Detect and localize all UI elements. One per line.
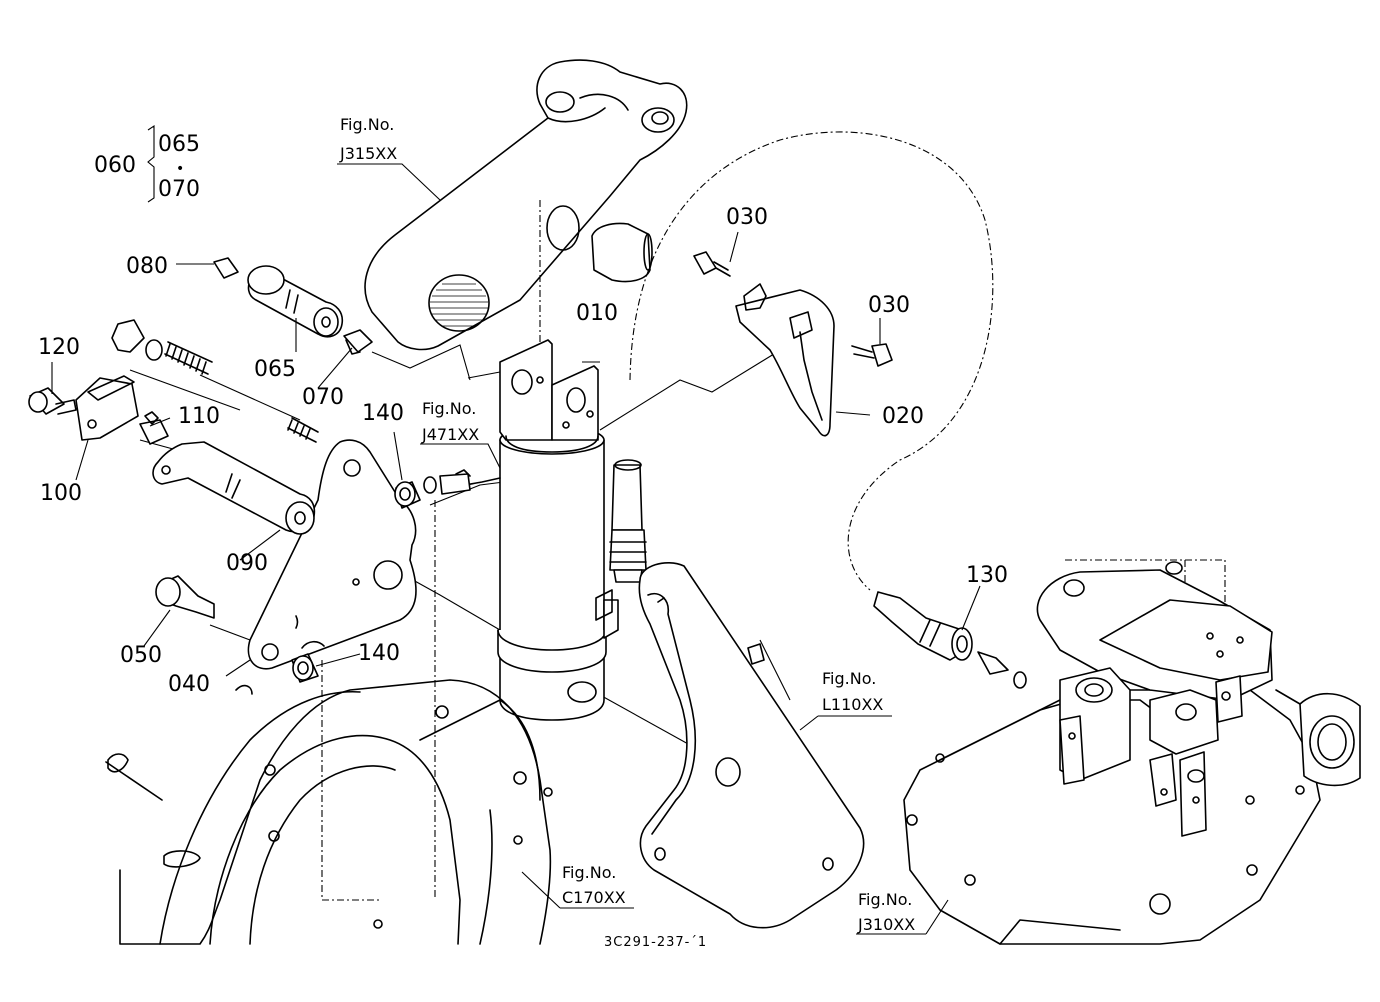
hydraulic-housing bbox=[903, 561, 1361, 945]
bolt-110 bbox=[139, 411, 169, 445]
threaded-rod bbox=[111, 319, 319, 443]
bolt-030a bbox=[693, 251, 731, 277]
bolt-030b bbox=[851, 343, 893, 367]
label-065-set: 065 bbox=[158, 132, 200, 157]
fig-prefix-j315: Fig.No. bbox=[340, 115, 394, 134]
fig-ref-j315: J315XX bbox=[339, 144, 397, 163]
label-140-top: 140 bbox=[362, 401, 404, 426]
fitting-050 bbox=[155, 575, 215, 619]
leader-lines bbox=[51, 124, 981, 935]
label-065: 065 bbox=[254, 357, 296, 382]
fig-ref-j471: J471XX bbox=[421, 425, 479, 444]
bracket-100 bbox=[75, 375, 139, 441]
hose-fitting bbox=[609, 459, 647, 583]
label-100: 100 bbox=[40, 481, 82, 506]
label-040: 040 bbox=[168, 672, 210, 697]
label-010: 010 bbox=[576, 301, 618, 326]
fig-prefix-l110: Fig.No. bbox=[822, 669, 876, 688]
label-090: 090 bbox=[226, 551, 268, 576]
fig-prefix-j471: Fig.No. bbox=[422, 399, 476, 418]
transmission-case bbox=[105, 615, 553, 945]
fig-prefix-c170: Fig.No. bbox=[562, 863, 616, 882]
part-labels: 060 065 • 070 080 065 070 120 110 100 14… bbox=[38, 132, 1008, 697]
label-020: 020 bbox=[882, 404, 924, 429]
nipple-080 bbox=[213, 257, 239, 279]
bracket-040 bbox=[247, 439, 417, 670]
label-030-top: 030 bbox=[726, 205, 768, 230]
set-separator: • bbox=[176, 161, 184, 177]
label-030-right: 030 bbox=[868, 293, 910, 318]
fig-prefix-j310: Fig.No. bbox=[858, 890, 912, 909]
lift-arm bbox=[364, 59, 688, 351]
label-070-set: 070 bbox=[158, 177, 200, 202]
fig-ref-j310: J310XX bbox=[857, 915, 915, 934]
label-140-bottom: 140 bbox=[358, 641, 400, 666]
lift-cylinder bbox=[423, 339, 619, 721]
label-080: 080 bbox=[126, 254, 168, 279]
figure-references: Fig.No. J315XX Fig.No. J471XX Fig.No. L1… bbox=[339, 115, 915, 934]
cover-020 bbox=[735, 283, 835, 437]
pin-090 bbox=[152, 441, 316, 535]
label-060: 060 bbox=[94, 153, 136, 178]
fig-ref-l110: L110XX bbox=[822, 695, 883, 714]
drawing-code: 3C291-237-´1 bbox=[604, 935, 707, 950]
label-110: 110 bbox=[178, 404, 220, 429]
label-050: 050 bbox=[120, 643, 162, 668]
fig-ref-c170: C170XX bbox=[562, 888, 626, 907]
link-plate bbox=[638, 562, 865, 929]
bolt-120 bbox=[28, 387, 77, 415]
elbow-070 bbox=[343, 329, 373, 355]
label-130: 130 bbox=[966, 563, 1008, 588]
label-120: 120 bbox=[38, 335, 80, 360]
hose-end-130 bbox=[873, 591, 1027, 689]
pin-065 bbox=[247, 265, 344, 338]
spacer-140 bbox=[291, 481, 421, 683]
label-070: 070 bbox=[302, 385, 344, 410]
